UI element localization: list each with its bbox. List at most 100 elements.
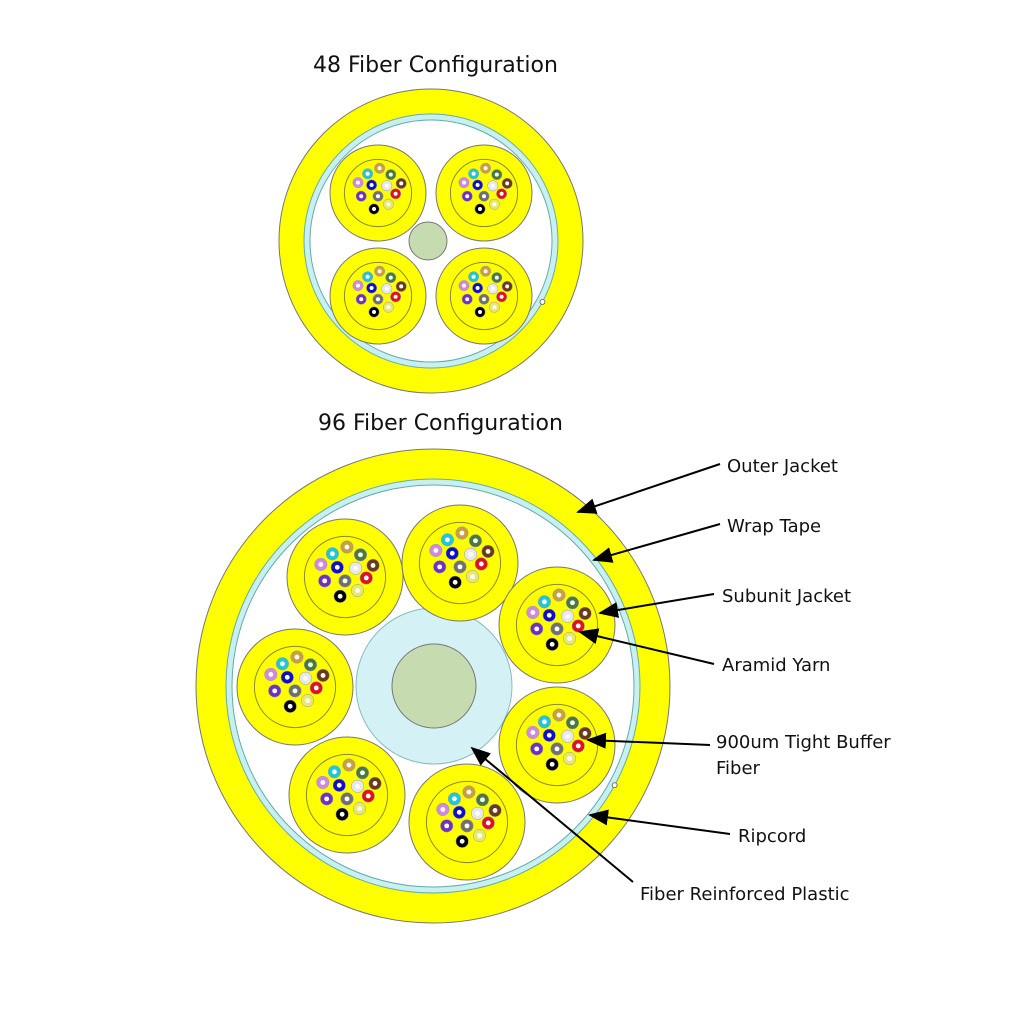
- label-tight-buffer-1: 900um Tight Buffer: [716, 732, 891, 753]
- fiber-core: [542, 599, 547, 605]
- subunit: [435, 247, 533, 345]
- label-tight-buffer-2: Fiber: [716, 758, 761, 779]
- fiber-core: [499, 191, 504, 196]
- fiber-core: [365, 171, 370, 176]
- fiber-core: [399, 284, 404, 289]
- fiber-core: [471, 171, 476, 176]
- fiber-core: [492, 305, 497, 310]
- aramid-yarn: [515, 583, 599, 667]
- fiber-core: [358, 552, 363, 558]
- fiber-core: [322, 578, 328, 584]
- label-aramid-yarn: Aramid Yarn: [722, 655, 830, 676]
- fiber-core: [468, 551, 474, 557]
- fiber-core: [268, 672, 274, 677]
- subunit: [435, 144, 533, 242]
- fiber-core: [490, 286, 495, 291]
- label-outer-jacket: Outer Jacket: [727, 456, 838, 477]
- title-96-fiber: 96 Fiber Configuration: [318, 411, 563, 436]
- fiber-core: [372, 780, 378, 786]
- fiber-core: [465, 297, 470, 302]
- fiber-core: [393, 294, 398, 299]
- fiber-core: [399, 181, 404, 186]
- fiber-core: [369, 183, 374, 187]
- fiber-core: [549, 641, 555, 647]
- fiber-core: [303, 675, 309, 681]
- fiber-core: [388, 172, 393, 177]
- fiber-core: [462, 283, 466, 288]
- fiber-reinforced-plastic: [391, 643, 477, 729]
- aramid-yarn: [343, 261, 413, 331]
- fiber-core: [542, 719, 547, 725]
- fiber-core: [337, 593, 343, 599]
- fiber-core: [554, 746, 560, 752]
- fiber-core: [280, 661, 285, 667]
- subunit: [408, 763, 526, 881]
- fiber-core: [334, 564, 340, 570]
- fiber-core: [284, 674, 290, 680]
- fiber-core: [360, 770, 365, 776]
- fiber-core: [369, 286, 374, 290]
- fiber-core: [459, 530, 465, 536]
- fiber-core: [570, 600, 575, 606]
- fiber-reinforced-plastic: [408, 221, 448, 261]
- fiber-core: [465, 194, 470, 199]
- fiber-core: [359, 194, 364, 199]
- fiber-core: [565, 733, 571, 739]
- ripcord: [539, 298, 546, 305]
- fiber-core: [444, 823, 450, 829]
- arrow-frp: [470, 746, 634, 883]
- fiber-core: [494, 172, 499, 177]
- fiber-core: [546, 732, 552, 738]
- aramid-yarn: [343, 158, 413, 228]
- fiber-core: [456, 809, 462, 815]
- fiber-core: [386, 305, 391, 310]
- fiber-core: [483, 166, 488, 171]
- fiber-core: [376, 194, 380, 199]
- fiber-core: [320, 672, 326, 678]
- subunit: [288, 736, 406, 854]
- fiber-core: [471, 274, 476, 279]
- fiber-core: [457, 564, 463, 570]
- fiber-core: [359, 297, 364, 302]
- fiber-core: [530, 610, 536, 615]
- subunit: [329, 144, 427, 242]
- fiber-core: [565, 613, 571, 619]
- fiber-core: [475, 286, 480, 290]
- title-48-fiber: 48 Fiber Configuration: [313, 53, 558, 78]
- fiber-core: [554, 626, 560, 632]
- fiber-core: [452, 796, 457, 802]
- fiber-core: [534, 626, 540, 632]
- fiber-core: [313, 685, 319, 691]
- fiber-core: [556, 712, 562, 718]
- fiber-core: [470, 574, 475, 579]
- fiber-core: [483, 269, 488, 274]
- label-ripcord: Ripcord: [738, 826, 806, 847]
- fiber-core: [386, 202, 391, 207]
- arrow-aramid-yarn: [578, 628, 715, 665]
- fiber-core: [365, 274, 370, 279]
- fiber-core: [346, 762, 352, 768]
- cable-96-fiber: [195, 448, 671, 924]
- fiber-core: [499, 294, 504, 299]
- subunit: [329, 247, 427, 345]
- fiber-core: [433, 548, 439, 553]
- fiber-core: [384, 183, 389, 188]
- fiber-core: [370, 562, 376, 568]
- fiber-core: [530, 730, 536, 735]
- arrow-tight-buffer: [586, 732, 711, 749]
- aramid-yarn: [303, 535, 387, 619]
- fiber-core: [356, 283, 360, 288]
- arrow-subunit-jacket: [598, 593, 715, 618]
- fiber-core: [482, 297, 486, 302]
- fiber-core: [570, 720, 575, 726]
- label-wrap-tape: Wrap Tape: [727, 516, 821, 537]
- fiber-core: [575, 743, 581, 749]
- fiber-core: [473, 538, 478, 544]
- fiber-core: [294, 654, 300, 660]
- fiber-core: [332, 769, 337, 775]
- aramid-yarn: [449, 158, 519, 228]
- subunit: [498, 686, 616, 804]
- fiber-core: [478, 207, 482, 211]
- fiber-core: [308, 662, 313, 668]
